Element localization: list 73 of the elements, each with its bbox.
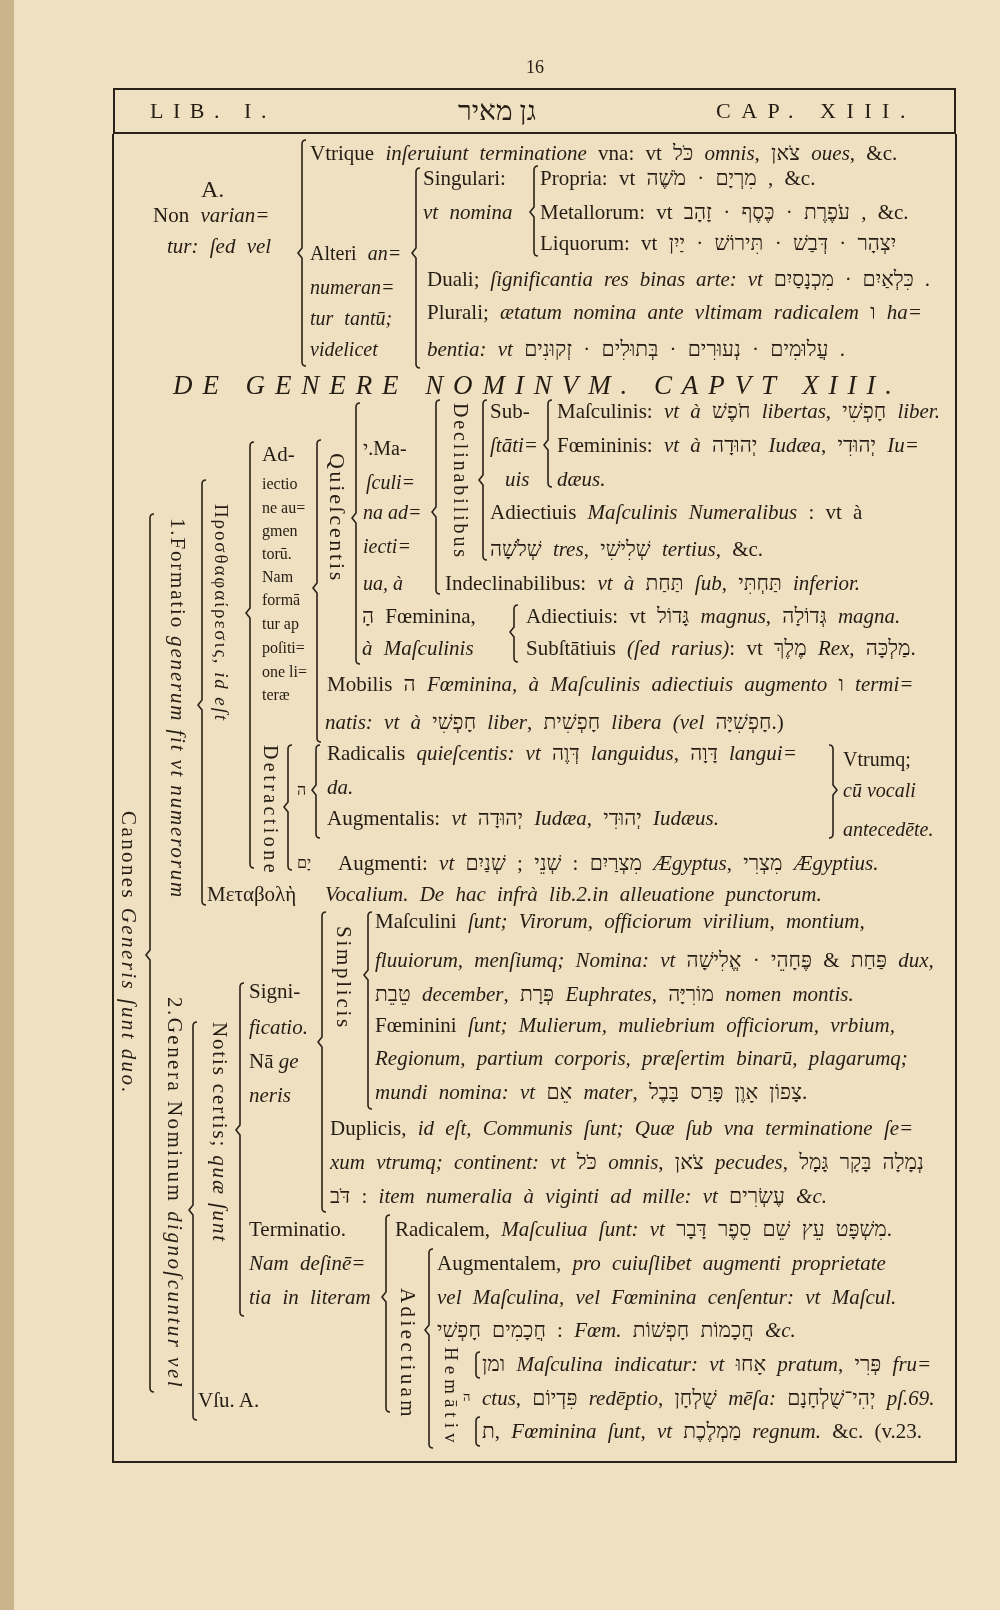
category-label: Vſu. A. (198, 1387, 260, 1413)
vertical-label: Detractione (258, 745, 282, 876)
category-label: na ad= (363, 500, 422, 524)
category-label: ſculi= (366, 470, 416, 494)
running-head: גן מאיר (458, 94, 536, 128)
text-line: Propria: vt מִרְיָם · מֹשֶׁה , &c. (540, 165, 816, 191)
text-line: Liquorum: vt יִצְהָר · דְּבַשׁ · תִּירוֹשׁ · יַיִן (540, 230, 897, 256)
vertical-label: Hemātiv (440, 1347, 462, 1448)
vertical-label: Quieſcentis (324, 453, 350, 583)
vertical-label: Declinabilibus (448, 403, 472, 560)
category-label: à Maſculinis (362, 635, 474, 661)
vertical-label: Adiectiuam (395, 1288, 421, 1420)
text-line: dæus. (557, 466, 606, 492)
category-label: iecti= (363, 534, 411, 558)
category-label: ficatio. (249, 1014, 308, 1040)
text-line: Maſculini ſunt; Virorum, officiorum virilium, montium, (375, 908, 865, 934)
category-label: ſtāti= (490, 432, 538, 458)
category-label: gmen (262, 521, 298, 541)
category-label: tia in literam (249, 1284, 371, 1310)
category-label: Nā ge (249, 1048, 299, 1074)
text-line: Vocalium. De hac infrà lib.2.in alleuatione punctorum. (325, 881, 822, 907)
vertical-label: Προσθαφαίρεσις, id eſt (210, 504, 232, 722)
category-label: י.Ma- (363, 436, 407, 460)
category-label: vt nomina (423, 199, 513, 225)
hebrew-letter: יָם (297, 853, 312, 873)
category-label: tur: ſed vel (167, 233, 272, 259)
category-label: videlicet (310, 337, 378, 361)
category-label: antecedēte. (843, 817, 934, 841)
running-head: CAP. XIII. (716, 98, 916, 124)
text-line: Augmentalem, pro cuiuſlibet augmenti proprietate (437, 1250, 886, 1276)
vertical-label: Simplicis (331, 926, 357, 1030)
category-label: uis (505, 466, 530, 492)
category-label: Non varian= (153, 202, 270, 228)
category-label: Vtrumq; (843, 747, 911, 771)
category-label: ne au= (262, 498, 306, 518)
category-label: formā (262, 590, 301, 610)
text-line: Duplicis, id eſt, Communis ſunt; Quæ ſub vna terminatione ſe= (330, 1115, 914, 1141)
text-line: da. (327, 774, 354, 800)
header-box (113, 88, 956, 134)
vertical-label: 2.Genera Nominum dignoſcuntur vel (162, 997, 188, 1389)
category-label: Signi- (249, 978, 301, 1004)
text-line: Regionum, partium corporis, præſertim binarū, plagarumq; (375, 1045, 908, 1071)
category-label: Terminatio. (249, 1216, 347, 1242)
category-label: ua, à (363, 571, 403, 595)
category-label: Nam (262, 567, 294, 587)
category-label: teræ (262, 685, 290, 705)
category-label: poſiti= (262, 638, 305, 658)
category-label: Singulari: (423, 165, 506, 191)
page-number: 16 (526, 56, 544, 78)
vertical-label: Canones Generis ſunt duo. (116, 811, 142, 1095)
vertical-label: 1.Formatio generum fit vt numerorum (165, 518, 191, 899)
category-label: iectio (262, 474, 298, 494)
category-label: cū vocali (843, 778, 916, 802)
hebrew-letter: ה (297, 780, 307, 800)
vertical-label: Notis certis; quæ ſunt (207, 1022, 233, 1243)
section-letter: A. (201, 176, 225, 204)
category-label: numeran= (310, 275, 395, 299)
text-line: vel Maſculina, vel Fœminina cenſentur: vt Maſcul. (437, 1284, 897, 1310)
category-label: neris (249, 1082, 291, 1108)
category-label: הָ Fœminina, (362, 603, 476, 629)
category-label: Nam deſinē= (249, 1250, 366, 1276)
category-label: tur ap (262, 614, 299, 634)
category-label: Μεταβολὴ (207, 881, 297, 907)
category-label: Alteri an= (310, 241, 402, 265)
running-head: LIB. I. (150, 98, 276, 124)
hebrew-letter: ה (463, 1389, 471, 1405)
category-label: tur tantū; (310, 306, 393, 330)
text-line: Metallorum: vt עֹפֶרֶת · כֶּסֶף · זָהָב , &c. (540, 199, 909, 225)
text-line: Fœminini ſunt; Mulierum, muliebrium officiorum, vrbium, (375, 1012, 895, 1038)
category-label: Ad- (262, 441, 295, 467)
category-label: torū. (262, 544, 292, 564)
category-label: one li= (262, 662, 307, 682)
text-line: Adiectiuis Maſculinis Numeralibus : vt à (490, 499, 863, 525)
